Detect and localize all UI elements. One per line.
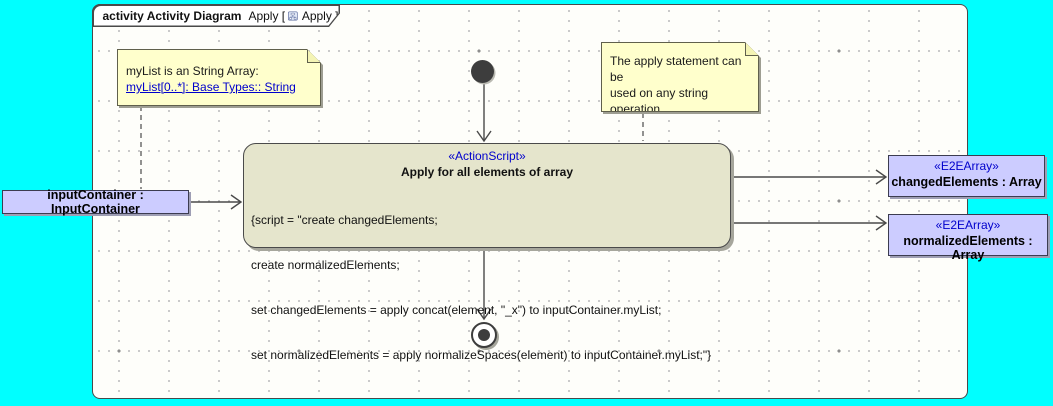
object-stereotype: «E2EArray» bbox=[934, 159, 999, 173]
note-mylist[interactable]: myList is an String Array: myList[0..*]:… bbox=[117, 49, 321, 106]
action-stereotype: «ActionScript» bbox=[448, 149, 526, 163]
frame-title: activity Activity Diagram bbox=[102, 8, 242, 23]
object-node-input-container[interactable]: inputContainer : InputContainer bbox=[2, 188, 189, 216]
activity-final-node[interactable] bbox=[471, 322, 497, 348]
object-label: inputContainer : InputContainer bbox=[47, 188, 144, 216]
object-label: normalizedElements : Array bbox=[903, 234, 1033, 262]
activity-diagram-icon bbox=[288, 9, 298, 23]
note-text-line: The apply statement can be bbox=[610, 54, 742, 84]
action-name: Apply for all elements of array bbox=[400, 165, 574, 179]
note-apply-statement[interactable]: The apply statement can be used on any s… bbox=[601, 42, 759, 112]
action-script-line: {script = "create changedElements; bbox=[251, 213, 438, 227]
note-hyperlink[interactable]: myList[0..*]: Base Types:: String bbox=[126, 80, 296, 94]
action-node-apply[interactable]: «ActionScript» Apply for all elements of… bbox=[243, 143, 731, 362]
action-script-line: create normalizedElements; bbox=[251, 258, 400, 272]
note-fold-corner-icon bbox=[745, 42, 759, 56]
frame-title-suffix: Apply [ bbox=[248, 8, 286, 23]
frame-title-tab: activity Activity Diagram Apply [ Apply … bbox=[92, 4, 340, 27]
action-script-line: set changedElements = apply concat(eleme… bbox=[251, 303, 662, 317]
action-script-line: set normalizedElements = apply normalize… bbox=[251, 348, 712, 362]
final-node-inner-dot bbox=[478, 329, 490, 341]
note-text: myList is an String Array: bbox=[126, 64, 259, 78]
object-label: changedElements : Array bbox=[891, 175, 1042, 189]
initial-node[interactable] bbox=[471, 60, 494, 83]
object-stereotype: «E2EArray» bbox=[935, 218, 1001, 232]
frame-title-close-bracket: Apply ] bbox=[301, 8, 339, 23]
note-text-line: used on any string bbox=[610, 86, 709, 100]
note-fold-corner-icon bbox=[307, 49, 321, 63]
object-node-changed-elements[interactable]: «E2EArray» changedElements : Array bbox=[888, 155, 1045, 197]
object-node-normalized-elements[interactable]: «E2EArray» normalizedElements : Array bbox=[888, 214, 1048, 262]
